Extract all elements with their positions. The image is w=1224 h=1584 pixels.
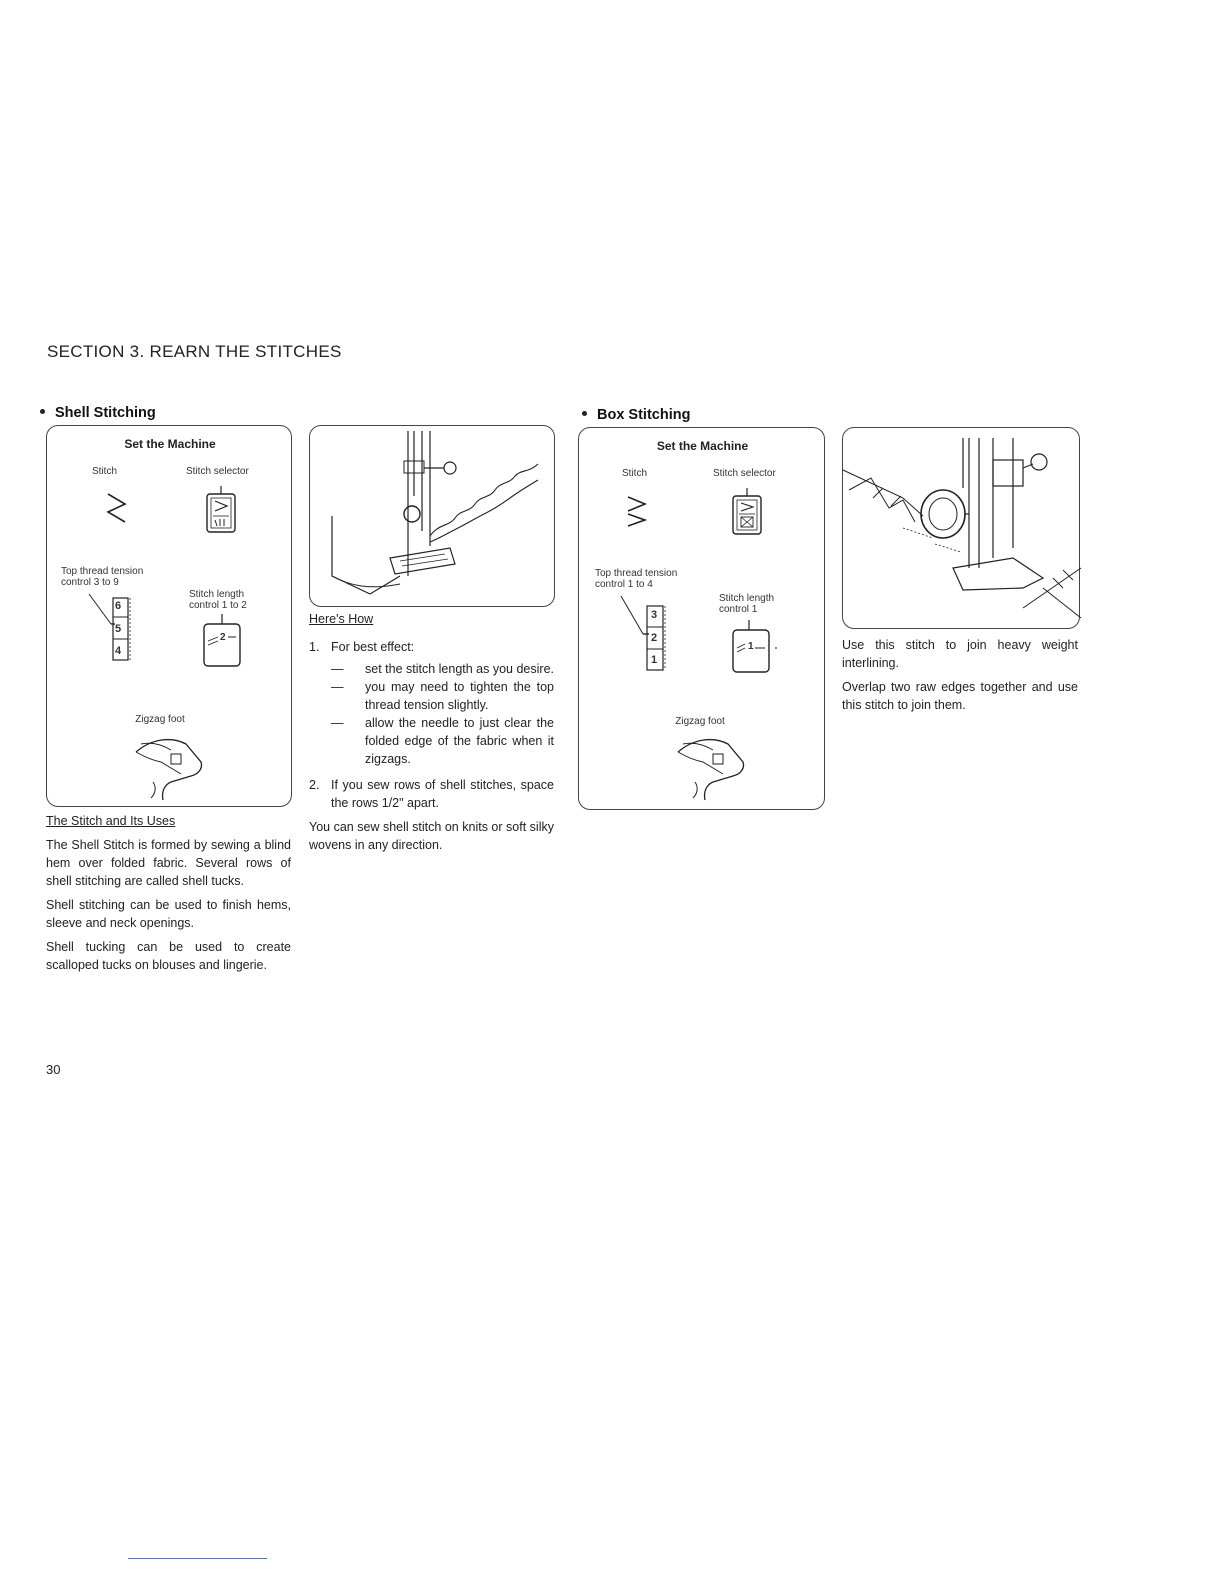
howto-bullet-2: — you may need to tighten the top thread… xyxy=(309,678,554,714)
foot-label: Zigzag foot xyxy=(675,716,725,727)
stitch-label: Stitch xyxy=(622,468,648,479)
sewing-machine-needle-illustration xyxy=(331,431,539,595)
step-2: 2. If you sew rows of shell stitches, sp… xyxy=(309,776,554,812)
box-paragraph-1: Use this stitch to join heavy weight int… xyxy=(842,638,1078,670)
box-sewing-illustration-panel xyxy=(842,427,1082,629)
length-label-line2: control 1 xyxy=(719,604,758,615)
step-2-text: If you sew rows of shell stitches, space… xyxy=(331,778,554,810)
length-label-line1: Stitch length xyxy=(189,589,245,600)
tension-dial-value-mid: 5 xyxy=(115,623,122,635)
zigzag-foot-icon xyxy=(135,738,203,801)
tension-label-line2: control 3 to 9 xyxy=(61,577,119,588)
shell-set-machine-panel: Set the Machine Stitch Stitch selector T… xyxy=(46,425,292,807)
foot-label: Zigzag foot xyxy=(135,714,185,725)
howto-bullet-3-text: allow the needle to just clear the folde… xyxy=(365,716,554,766)
stitch-length-dial-icon xyxy=(203,614,241,667)
tension-dial-value-bot: 4 xyxy=(115,645,122,657)
bottom-divider-line xyxy=(128,1558,267,1559)
length-label-line2: control 1 to 2 xyxy=(189,600,247,611)
tension-dial-value-top: 6 xyxy=(115,600,122,612)
stitch-length-value: 2 xyxy=(220,632,226,643)
dash-1: — xyxy=(331,662,344,676)
tension-dial-icon xyxy=(88,593,131,661)
shell-paragraph-3: Shell tucking can be used to create scal… xyxy=(46,940,291,972)
box-paragraph-2: Overlap two raw edges together and use t… xyxy=(842,680,1078,712)
howto-bullet-2-text: you may need to tighten the top thread t… xyxy=(365,680,554,712)
box-set-machine-panel: Set the Machine Stitch Stitch selector T… xyxy=(578,427,825,810)
section-title: SECTION 3. REARN THE STITCHES xyxy=(47,342,342,361)
heres-how-heading: Here's How xyxy=(309,612,374,626)
dash-2: — xyxy=(331,680,344,694)
step-1-text: For best effect: xyxy=(331,640,415,654)
tension-dial-icon xyxy=(620,595,666,671)
shell-stitching-heading: Shell Stitching xyxy=(40,405,156,421)
box-heading-text: Box Stitching xyxy=(597,407,691,423)
tension-dial-value-top: 3 xyxy=(651,609,658,621)
howto-bullet-1: — set the stitch length as you desire. xyxy=(309,660,554,678)
tension-dial-value-bot: 1 xyxy=(651,654,658,666)
bullet-icon xyxy=(582,410,587,416)
shell-heading-text: Shell Stitching xyxy=(55,405,156,421)
stitch-selector-icon xyxy=(206,486,236,533)
stitch-selector-label: Stitch selector xyxy=(186,466,249,477)
bullet-icon xyxy=(40,408,45,414)
tension-label-line1: Top thread tension xyxy=(61,566,144,577)
howto-closing: You can sew shell stitch on knits or sof… xyxy=(309,820,554,852)
box-stitch-symbol-icon xyxy=(627,496,648,527)
shell-sewing-illustration-panel xyxy=(309,425,555,607)
shell-paragraph-2: Shell stitching can be used to finish he… xyxy=(46,898,291,930)
shell-paragraph-1: The Shell Stitch is formed by sewing a b… xyxy=(46,838,291,888)
box-stitching-heading: Box Stitching xyxy=(582,407,690,423)
shell-description: The Shell Stitch is formed by sewing a b… xyxy=(46,836,291,980)
uses-heading: The Stitch and Its Uses xyxy=(46,814,176,828)
shell-stitch-symbol-icon xyxy=(106,493,127,523)
stitch-selector-icon xyxy=(732,488,762,535)
box-description: Use this stitch to join heavy weight int… xyxy=(842,636,1078,720)
tension-label-line2: control 1 to 4 xyxy=(595,579,653,590)
panel-title: Set the Machine xyxy=(124,437,216,451)
stitch-label: Stitch xyxy=(92,466,118,477)
box-stitch-presser-foot-illustration xyxy=(842,438,1082,619)
stitch-length-dial-icon xyxy=(732,620,777,673)
howto-steps: 1. For best effect: — set the stitch len… xyxy=(309,638,554,860)
stitch-selector-label: Stitch selector xyxy=(713,468,776,479)
tension-label-line1: Top thread tension xyxy=(595,568,678,579)
howto-bullet-3: — allow the needle to just clear the fol… xyxy=(309,714,554,768)
tension-dial-value-mid: 2 xyxy=(651,632,658,644)
dash-3: — xyxy=(331,716,344,730)
page-number: 30 xyxy=(46,1062,61,1077)
length-label-line1: Stitch length xyxy=(719,593,775,604)
step-1-number: 1. xyxy=(309,640,320,654)
zigzag-foot-icon xyxy=(677,738,745,801)
panel-title: Set the Machine xyxy=(656,439,749,453)
step-2-number: 2. xyxy=(309,778,320,792)
step-1: 1. For best effect: xyxy=(309,638,554,656)
howto-bullet-1-text: set the stitch length as you desire. xyxy=(365,662,554,676)
stitch-length-value: 1 xyxy=(748,641,754,652)
